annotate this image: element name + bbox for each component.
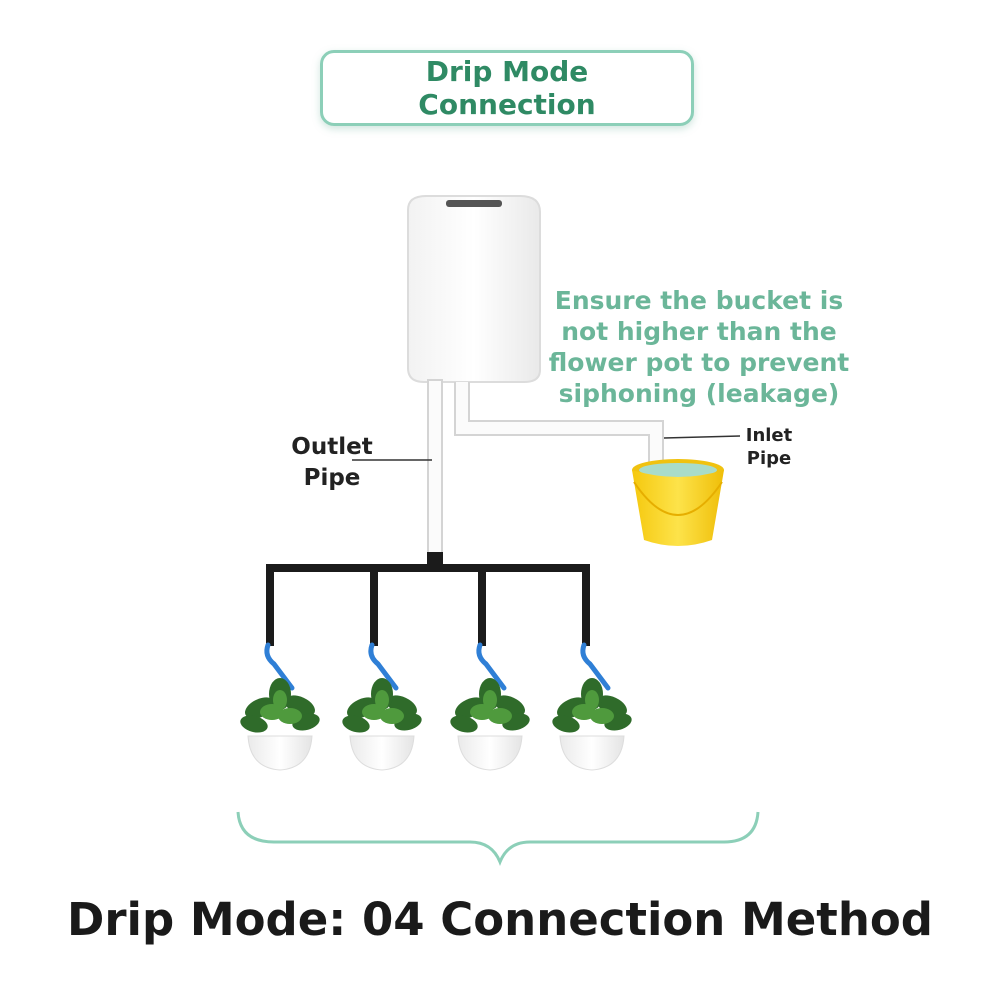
connection-method-title: Drip Mode: 04 Connection Method [67, 893, 933, 946]
pot-1 [240, 678, 320, 771]
warning-line-4: siphoning (leakage) [558, 379, 840, 408]
inlet-label-line-1: Inlet [745, 425, 793, 446]
inlet-pipe-label: Inlet Pipe [734, 424, 804, 470]
outlet-pipe [427, 379, 443, 559]
title-line-2: Connection [418, 88, 596, 121]
water-bucket [632, 459, 724, 546]
tee-connector [427, 552, 443, 566]
outlet-pipe-label: Outlet Pipe [280, 432, 384, 494]
title-line-1: Drip Mode [425, 55, 589, 88]
warning-line-2: not higher than the [561, 317, 837, 346]
pump-display-slot [446, 200, 502, 207]
pot-2 [342, 678, 422, 771]
warning-line-3: flower pot to prevent [548, 348, 850, 377]
distribution-tubing [266, 564, 590, 646]
inlet-leader-line [663, 435, 741, 439]
inlet-label-line-2: Pipe [746, 448, 792, 469]
siphon-warning: Ensure the bucket is not higher than the… [538, 285, 860, 409]
inlet-pipe [456, 382, 662, 470]
group-brace [236, 811, 760, 867]
outlet-label-line-2: Pipe [303, 465, 361, 491]
diagram-title-box: Drip Mode Connection [320, 50, 694, 126]
warning-line-1: Ensure the bucket is [554, 286, 844, 315]
pot-4 [552, 678, 632, 771]
drippers [264, 642, 611, 691]
pot-3 [450, 678, 530, 771]
pump-tank [407, 195, 541, 383]
outlet-label-line-1: Outlet [291, 434, 373, 460]
